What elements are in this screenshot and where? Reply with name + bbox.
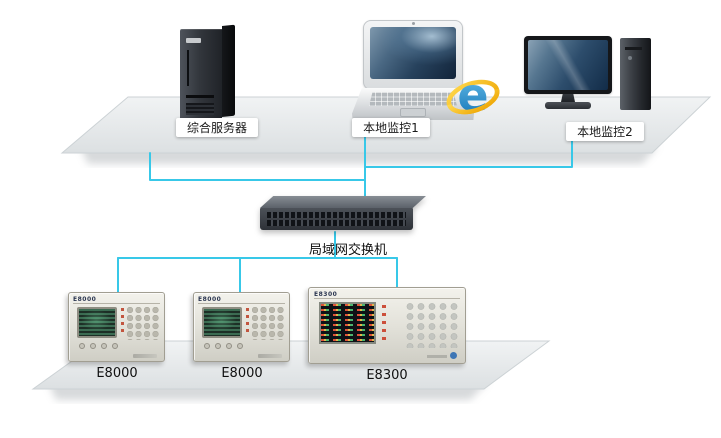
desktop-monitor: [524, 36, 612, 94]
local-monitor-1-label: 本地监控1: [352, 118, 430, 137]
relay-brand-logo: [450, 352, 457, 359]
tower-drive-slot: [625, 47, 642, 50]
desktop-screen: [528, 40, 608, 90]
local-monitor-2-label: 本地监控2: [566, 122, 644, 141]
laptop-keyboard: [369, 92, 457, 106]
desktop-tower: [620, 38, 651, 110]
e8000-label-2: E8000: [221, 366, 263, 381]
server-tower: [180, 24, 236, 120]
relay-keypad: [127, 307, 160, 340]
relay-lcd-screen: [77, 307, 117, 338]
relay-body: E8300: [308, 287, 466, 364]
relay-round-buttons: [204, 343, 243, 349]
laptop-screen: [370, 27, 456, 79]
server-side-panel: [222, 24, 235, 117]
relay-body: E8000: [68, 292, 165, 362]
server-panel-stripe: [187, 50, 189, 86]
relay-device-e8000-2: E8000: [193, 292, 290, 362]
edge-desktop-switch: [364, 139, 573, 168]
server-logo-badge: [186, 38, 201, 43]
laptop: [352, 20, 474, 122]
relay-led-column: [121, 308, 124, 336]
server-vent: [186, 103, 214, 115]
relay-keypad: [406, 303, 458, 348]
relay-top-strip: E8000: [198, 295, 285, 304]
switch-front-face: [260, 208, 413, 230]
relay-brand-mark: [427, 355, 447, 358]
monitor-base: [545, 102, 591, 109]
edge-server-switch: [149, 152, 366, 181]
relay-brand-mark: [258, 354, 282, 358]
server-label: 综合服务器: [176, 118, 258, 137]
laptop-webcam: [412, 22, 415, 25]
relay-body: E8000: [193, 292, 290, 362]
relay-brand-mark: [133, 354, 157, 358]
internet-explorer-icon: e: [446, 68, 500, 122]
switch-port-row-2: [267, 220, 406, 226]
relay-led-column: [382, 305, 386, 341]
connection-lines: [117, 121, 573, 295]
relay-top-strip: E8300: [314, 290, 460, 299]
relay-round-buttons: [79, 343, 118, 349]
monitor-stand: [561, 94, 575, 102]
relay-keypad: [252, 307, 285, 340]
desktop-computer: [524, 28, 666, 128]
relay-lcd-screen: [319, 302, 376, 344]
relay-model-text: E8300: [314, 291, 338, 298]
relay-top-strip: E8000: [73, 295, 160, 304]
laptop-touchpad: [400, 108, 426, 117]
relay-led-column: [246, 308, 249, 336]
tower-power-button: [628, 56, 632, 60]
lan-switch-label: 局域网交换机: [308, 243, 387, 258]
relay-model-text: E8000: [73, 296, 97, 303]
relay-lcd-screen: [202, 307, 242, 338]
switch-port-row-1: [267, 212, 406, 218]
relay-device-e8000-1: E8000: [68, 292, 165, 362]
laptop-lid: [363, 20, 463, 90]
switch-top-face: [260, 196, 426, 208]
server-drive-slot: [186, 95, 214, 98]
relay-model-text: E8000: [198, 296, 222, 303]
server-front-panel: [180, 29, 222, 120]
e8300-label: E8300: [366, 368, 408, 383]
e8000-label-1: E8000: [96, 366, 138, 381]
lan-switch: [260, 196, 426, 234]
relay-device-e8300: E8300: [308, 287, 466, 364]
